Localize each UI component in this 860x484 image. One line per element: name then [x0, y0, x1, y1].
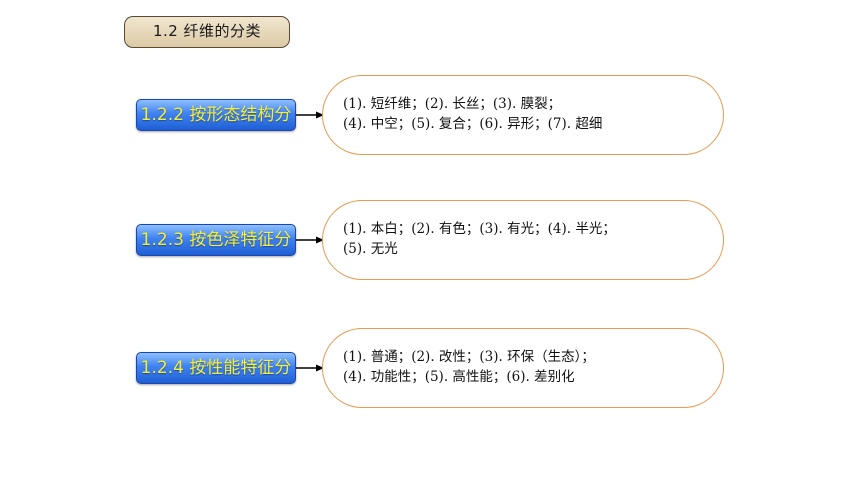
- content-box-performance: (1). 普通；(2). 改性；(3). 环保（生态）； (4). 功能性；(5…: [322, 328, 724, 408]
- classification-row-performance: 1.2.4 按性能特征分 (1). 普通；(2). 改性；(3). 环保（生态）…: [0, 328, 860, 410]
- content-line: (4). 功能性；(5). 高性能；(6). 差别化: [343, 369, 575, 385]
- content-box-morphology: (1). 短纤维；(2). 长丝；(3). 膜裂； (4). 中空；(5). 复…: [322, 75, 724, 155]
- content-line: (4). 中空；(5). 复合；(6). 异形；(7). 超细: [343, 116, 603, 132]
- arrow-right-icon: [296, 364, 324, 372]
- content-box-color: (1). 本白；(2). 有色；(3). 有光；(4). 半光； (5). 无光: [322, 200, 724, 280]
- arrow-right-icon: [296, 111, 324, 119]
- arrow-right-icon: [296, 236, 324, 244]
- section-title-badge: 1.2 纤维的分类: [124, 16, 290, 48]
- content-line: (1). 本白；(2). 有色；(3). 有光；(4). 半光；: [343, 221, 616, 237]
- label-color: 1.2.3 按色泽特征分: [136, 224, 296, 256]
- label-morphology: 1.2.2 按形态结构分: [136, 99, 296, 131]
- content-line: (1). 普通；(2). 改性；(3). 环保（生态）；: [343, 349, 595, 365]
- classification-row-morphology: 1.2.2 按形态结构分 (1). 短纤维；(2). 长丝；(3). 膜裂； (…: [0, 75, 860, 157]
- label-performance: 1.2.4 按性能特征分: [136, 352, 296, 384]
- content-line: (5). 无光: [343, 241, 398, 257]
- classification-row-color: 1.2.3 按色泽特征分 (1). 本白；(2). 有色；(3). 有光；(4)…: [0, 200, 860, 282]
- content-line: (1). 短纤维；(2). 长丝；(3). 膜裂；: [343, 96, 562, 112]
